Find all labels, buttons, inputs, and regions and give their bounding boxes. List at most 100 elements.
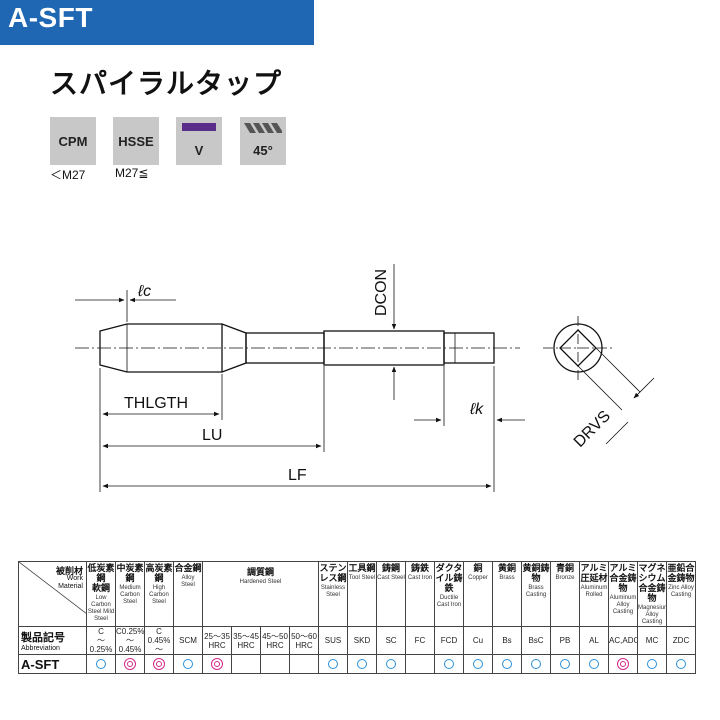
tap-dimension-drawing: ℓc THLGTH LU LF DCON ℓk DRVS <box>75 264 655 492</box>
material-name-en: Stainless Steel <box>320 585 346 598</box>
suitability-cell <box>318 654 349 674</box>
material-name-jp: 青銅 <box>556 563 575 573</box>
suitability-cell <box>173 654 203 674</box>
suitability-cell <box>115 654 145 674</box>
badge-helix: 45° <box>240 117 286 165</box>
material-abbreviation: FC <box>405 626 436 655</box>
suitability-cell <box>434 654 465 674</box>
suitability-cell <box>86 654 116 674</box>
corner-title-en1: Work <box>66 575 83 582</box>
material-abbreviation: SC <box>376 626 407 655</box>
material-name-jp: ステンレス鋼 <box>319 563 347 583</box>
material-name-jp: マグネシウム合金鋳物 <box>638 563 666 603</box>
header-band: A-SFT <box>0 0 314 45</box>
suitability-cell <box>521 654 552 674</box>
suitability-cell <box>550 654 581 674</box>
material-abbreviation: AC,ADC <box>608 626 639 655</box>
badge-hsse: HSSE <box>113 117 159 165</box>
product-code-header: A-SFT <box>8 2 93 33</box>
material-name-en: Brass <box>499 575 515 581</box>
suitability-cell <box>492 654 523 674</box>
material-name-en: Ductile Cast Iron <box>436 595 462 608</box>
material-abbreviation: 50～60 HRC <box>288 626 320 655</box>
material-header: 鋳鉄 Cast Iron <box>405 561 436 627</box>
corner-diagonal <box>19 562 86 614</box>
material-header: 黄銅鋳物 Brass Casting <box>521 561 552 627</box>
label-dcon: DCON <box>373 269 390 316</box>
material-name-en: Bronze <box>555 575 575 581</box>
suitability-cell <box>347 654 378 674</box>
material-header: ダクタイル鋳鉄 Ductile Cast Iron <box>434 561 465 627</box>
badge-hsse-note: M27≦ <box>115 166 149 180</box>
material-name-jp: アルミ圧延材 <box>580 563 608 583</box>
badge-hsse-label: HSSE <box>118 134 154 149</box>
material-name-jp: 黄銅鋳物 <box>522 563 550 583</box>
suitability-cell <box>144 654 174 674</box>
material-abbreviation: FCD <box>434 626 465 655</box>
material-name-jp: 黄銅 <box>498 563 517 573</box>
suitable-circle-icon <box>647 658 658 669</box>
suitability-cell <box>260 654 290 674</box>
material-name-en: Aluminum Rolled <box>580 585 608 598</box>
suitability-cell <box>463 654 494 674</box>
label-lu: LU <box>202 427 222 444</box>
material-abbreviation: C ～0.25% <box>86 626 116 655</box>
material-name-en: Medium Carbon Steel <box>119 585 141 605</box>
material-name-en: Brass Casting <box>525 585 547 598</box>
material-name-jp: 調質鋼 <box>247 567 275 577</box>
material-name-jp: 銅 <box>473 563 483 573</box>
material-abbreviation: C 0.45%～ <box>144 626 174 655</box>
abbreviation-row-label: 製品記号 Abbreviation <box>18 626 87 655</box>
suitable-circle-icon <box>473 658 484 669</box>
material-name-jp: 鋳鉄 <box>411 563 430 573</box>
suitability-cell <box>608 654 639 674</box>
material-name-en: Cast Steel <box>377 575 405 581</box>
suitable-circle-icon <box>502 658 513 669</box>
material-header: 黄銅 Brass <box>492 561 523 627</box>
row-label-jp: 製品記号 <box>21 632 65 644</box>
suitability-cell <box>637 654 668 674</box>
material-name-en: Zinc Alloy Casting <box>668 585 694 598</box>
material-name-jp: ダクタイル鋳鉄 <box>435 563 463 593</box>
corner-title-en2: Material <box>58 583 83 590</box>
material-name-en: Aluminum Alloy Casting <box>609 595 637 615</box>
recommended-double-circle-icon <box>153 657 165 670</box>
suitable-circle-icon <box>676 658 687 669</box>
coating-bar-icon <box>182 123 216 131</box>
material-abbreviation: MC <box>637 626 668 655</box>
suitability-cell <box>288 654 320 674</box>
suitable-circle-icon <box>444 658 455 669</box>
suitable-circle-icon <box>96 658 106 669</box>
badge-coating: V <box>176 117 222 165</box>
material-name-jp: 低炭素鋼 軟鋼 <box>87 563 115 593</box>
material-name-en: Low Carbon Steel Mild Steel <box>87 595 115 622</box>
material-abbreviation: ZDC <box>666 626 697 655</box>
material-abbreviation: 35～45 HRC <box>231 626 261 655</box>
helix-stripes-icon <box>244 123 282 133</box>
material-header: 青銅 Bronze <box>550 561 581 627</box>
suitable-circle-icon <box>589 658 600 669</box>
suitability-cell <box>405 654 436 674</box>
material-abbreviation: AL <box>579 626 610 655</box>
material-name-jp: 中炭素鋼 <box>116 563 144 583</box>
material-name-en: Cast Iron <box>407 575 433 581</box>
suitability-cell <box>202 654 232 674</box>
product-title: スパイラルタップ <box>50 67 283 100</box>
material-abbreviation: Cu <box>463 626 494 655</box>
material-abbreviation: SUS <box>318 626 349 655</box>
table-corner: 被削材 Work Material <box>18 561 87 627</box>
label-thlgth: THLGTH <box>124 395 188 412</box>
suitable-circle-icon <box>357 658 368 669</box>
material-name-jp: 高炭素鋼 <box>145 563 173 583</box>
material-name-en: Alloy Steel <box>181 575 195 588</box>
suitable-circle-icon <box>386 658 397 669</box>
suitability-cell <box>666 654 697 674</box>
material-abbreviation: 45～50 HRC <box>260 626 290 655</box>
